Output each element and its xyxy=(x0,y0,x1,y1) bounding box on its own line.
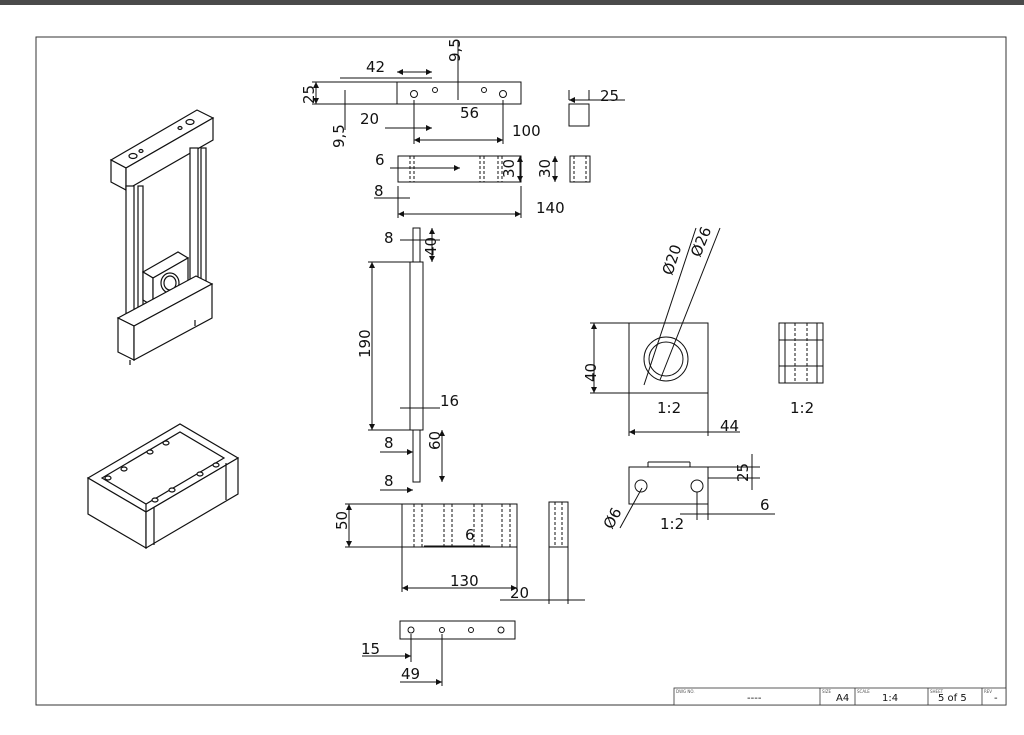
dwg-no-label: DWG NO. xyxy=(676,689,695,694)
dim-190: 190 xyxy=(356,329,374,358)
bottom-plate-view xyxy=(362,620,516,686)
dim-20-bottom: 20 xyxy=(510,584,529,602)
dim-42: 42 xyxy=(366,58,385,76)
scale-value: 1:4 xyxy=(882,693,898,704)
dim-40-shaft: 40 xyxy=(422,237,440,256)
clamp-view xyxy=(619,454,775,529)
isometric-assembly-view xyxy=(109,109,215,365)
dim-140: 140 xyxy=(536,199,565,217)
dim-15: 15 xyxy=(361,640,380,658)
scale-label-bearing-side: 1:2 xyxy=(790,399,814,417)
bottom-block-view xyxy=(345,501,585,604)
dim-60: 60 xyxy=(426,431,444,450)
dim-30-a: 30 xyxy=(500,159,518,178)
drawing-border xyxy=(35,36,1007,706)
isometric-box-view xyxy=(86,423,240,550)
size-value: A4 xyxy=(836,693,849,704)
dwg-no-value: ---- xyxy=(747,693,762,704)
dim-8-shaft-top: 8 xyxy=(384,229,394,247)
dim-20: 20 xyxy=(360,110,379,128)
scale-label-clamp: 1:2 xyxy=(660,515,684,533)
dim-dia-6: Ø6 xyxy=(600,505,626,532)
top-toolbar-strip xyxy=(0,0,1024,5)
dim-25-left: 25 xyxy=(300,85,318,104)
dim-40-bearing: 40 xyxy=(582,363,600,382)
sheet-label: SHEET xyxy=(930,689,944,694)
scale-label: SCALE xyxy=(857,689,870,694)
dim-100: 100 xyxy=(512,122,541,140)
dim-49: 49 xyxy=(401,665,420,683)
dim-6: 6 xyxy=(375,151,385,169)
dim-dia-26: Ø26 xyxy=(687,224,715,259)
title-block xyxy=(673,687,1007,706)
dim-8-shaft-mid: 8 xyxy=(384,434,394,452)
dim-30-b: 30 xyxy=(536,159,554,178)
sheet-value: 5 of 5 xyxy=(938,693,967,704)
dim-56: 56 xyxy=(460,104,479,122)
dim-8: 8 xyxy=(374,182,384,200)
top-plate-plan xyxy=(312,40,522,144)
size-label: SIZE xyxy=(822,689,831,694)
dim-9-5-top: 9,5 xyxy=(446,38,464,62)
top-plate-side xyxy=(568,90,625,127)
dim-6-clamp: 6 xyxy=(760,496,770,514)
dim-50: 50 xyxy=(333,511,351,530)
dim-16: 16 xyxy=(440,392,459,410)
dim-130: 130 xyxy=(450,572,479,590)
scale-label-bearing-front: 1:2 xyxy=(657,399,681,417)
dim-8-shaft-bottom: 8 xyxy=(384,472,394,490)
rev-label: REV xyxy=(984,689,992,694)
dim-6-bottom: 6 xyxy=(465,526,475,544)
dim-9-5-bottom: 9,5 xyxy=(330,124,348,148)
dim-44: 44 xyxy=(720,417,739,435)
side-block-front xyxy=(374,155,591,218)
dim-25-side: 25 xyxy=(600,87,619,105)
rev-value: - xyxy=(994,693,998,704)
dim-25-clamp: 25 xyxy=(734,463,752,482)
shaft-view xyxy=(368,227,445,493)
bearing-block-view xyxy=(590,227,824,436)
